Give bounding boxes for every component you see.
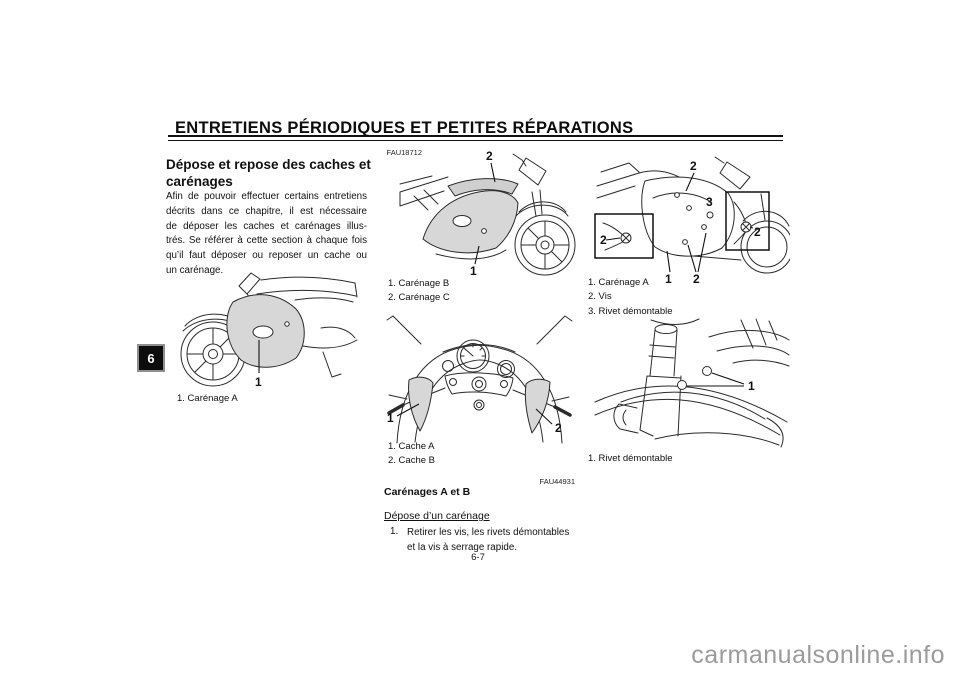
body-line: qu’il faut déposer ou reposer un cache o… [166, 250, 367, 262]
figure-fairing-a: 1 [175, 270, 360, 392]
callout-1: 1 [255, 375, 262, 389]
callout-2-top: 2 [690, 159, 697, 173]
front-fender [594, 385, 788, 448]
callout-3: 3 [706, 195, 713, 209]
callout-1: 1 [665, 272, 672, 286]
callout-1: 1 [387, 411, 394, 425]
figure-fairing-b-c-captions: 1. Carénage B 2. Carénage C [388, 277, 450, 306]
windscreen-mirror [512, 153, 547, 186]
cover-a-panel [408, 376, 434, 432]
chapter-tab: 6 [137, 344, 165, 372]
step-line: Retirer les vis, les rivets démontables [407, 527, 570, 538]
fairing-a-illustration: 1 [180, 272, 358, 389]
figure-fairing-a-fasteners: 2 2 2 3 1 2 [593, 146, 790, 288]
figure-covers-a-b-captions: 1. Cache A 2. Cache B [388, 440, 435, 469]
section-heading: Dépose et repose des caches et carénages [166, 156, 371, 190]
body-line: trés. Se référer à cette section à chaqu… [166, 235, 367, 247]
fairing-a-panel [226, 294, 305, 368]
bike-body [256, 276, 358, 378]
tail-frame [399, 175, 449, 211]
callout-2-bottom: 2 [693, 272, 700, 286]
brake-caliper [613, 403, 639, 434]
section-heading-line2: carénages [166, 174, 233, 189]
left-inset-box: 2 [594, 213, 654, 259]
body-line: de déposer les caches et carénages illus… [166, 220, 367, 232]
title-double-rule [168, 135, 783, 141]
body-line: un carénage. [166, 264, 224, 276]
callout-leader [687, 232, 707, 273]
instrument-cluster [442, 339, 515, 378]
callout-leader [687, 372, 745, 387]
callout-2-left-inset: 2 [600, 233, 607, 247]
rivet-markers [677, 366, 712, 390]
section-body: Afin de pouvoir effectuer certains entre… [166, 190, 367, 279]
rivet-detail-illustration: 1 [594, 318, 790, 448]
callout-1: 1 [470, 264, 477, 278]
caption-line: 1. Carénage B [388, 278, 450, 289]
caption-line: 2. Carénage C [388, 292, 450, 304]
covers-a-b-illustration: 1 2 [386, 315, 573, 444]
windscreen-mirror [714, 156, 751, 190]
callout-leader [490, 162, 496, 183]
front-wheel [514, 214, 576, 276]
figure-fairing-a-caption: 1. Carénage A [177, 393, 238, 404]
watermark: carmanualsonline.info [691, 641, 945, 669]
ref-code-fau44931: FAU44931 [539, 477, 575, 486]
figure-fasteners-captions: 1. Carénage A 2. Vis 3. Rivet démontable [588, 276, 673, 319]
ref-code-fau18712: FAU18712 [386, 148, 422, 157]
procedure-heading: Carénages A et B [384, 486, 471, 498]
right-inset-box: 2 [725, 191, 770, 251]
figure-covers-a-b: 1 2 [385, 312, 575, 446]
callout-2: 2 [555, 421, 562, 435]
fairing-b-panel [422, 190, 519, 254]
callout-leader [666, 250, 671, 273]
cover-b-panel [524, 378, 551, 434]
caption-line: 1. Cache A [388, 441, 435, 452]
figure-rivet-detail-caption: 1. Rivet démontable [588, 453, 673, 464]
callout-1: 1 [748, 379, 755, 393]
procedure-step-1: 1. Retirer les vis, les rivets démontabl… [390, 526, 569, 555]
caption-line: 1. Carénage A [588, 277, 649, 288]
step-text: Retirer les vis, les rivets démontables … [407, 526, 569, 555]
section-heading-line1: Dépose et repose des caches et [166, 157, 371, 172]
body-line: décrits dans ce chapitre, il est nécessa… [166, 205, 367, 217]
body-line: Afin de pouvoir effectuer certains entre… [166, 191, 367, 202]
cables [650, 318, 778, 349]
mirror-stalks [386, 315, 573, 345]
front-fender [515, 189, 569, 217]
triple-clamp [444, 372, 514, 411]
callout-2: 2 [486, 149, 493, 163]
figure-fairing-b-c: 2 1 [398, 146, 578, 278]
page-number: 6-7 [471, 552, 485, 563]
page-title: ENTRETIENS PÉRIODIQUES ET PETITES RÉPARA… [175, 119, 634, 137]
fairing-c-panel [447, 178, 519, 197]
callout-leader [535, 408, 553, 425]
caption-line: 2. Vis [588, 291, 612, 303]
caption-line: 2. Cache B [388, 455, 435, 467]
caption-line: 3. Rivet démontable [588, 305, 673, 317]
fairing-b-c-illustration: 2 1 [399, 149, 576, 278]
callout-leader [685, 172, 695, 192]
fasteners-illustration: 2 2 2 3 1 2 [594, 156, 790, 286]
fork-leg [639, 324, 682, 437]
body-panel [708, 329, 790, 367]
figure-rivet-detail: 1 [593, 318, 790, 456]
callout-2-right-inset: 2 [754, 225, 761, 239]
tail-frame [596, 162, 680, 199]
step-line: et la vis à serrage rapide. [407, 541, 517, 553]
procedure-subheading: Dépose d’un carénage [384, 510, 490, 522]
callout-leader [474, 245, 480, 265]
screw-markers [674, 192, 714, 245]
step-number: 1. [390, 526, 399, 537]
callout-leader [396, 403, 420, 417]
front-wheel [740, 193, 790, 274]
